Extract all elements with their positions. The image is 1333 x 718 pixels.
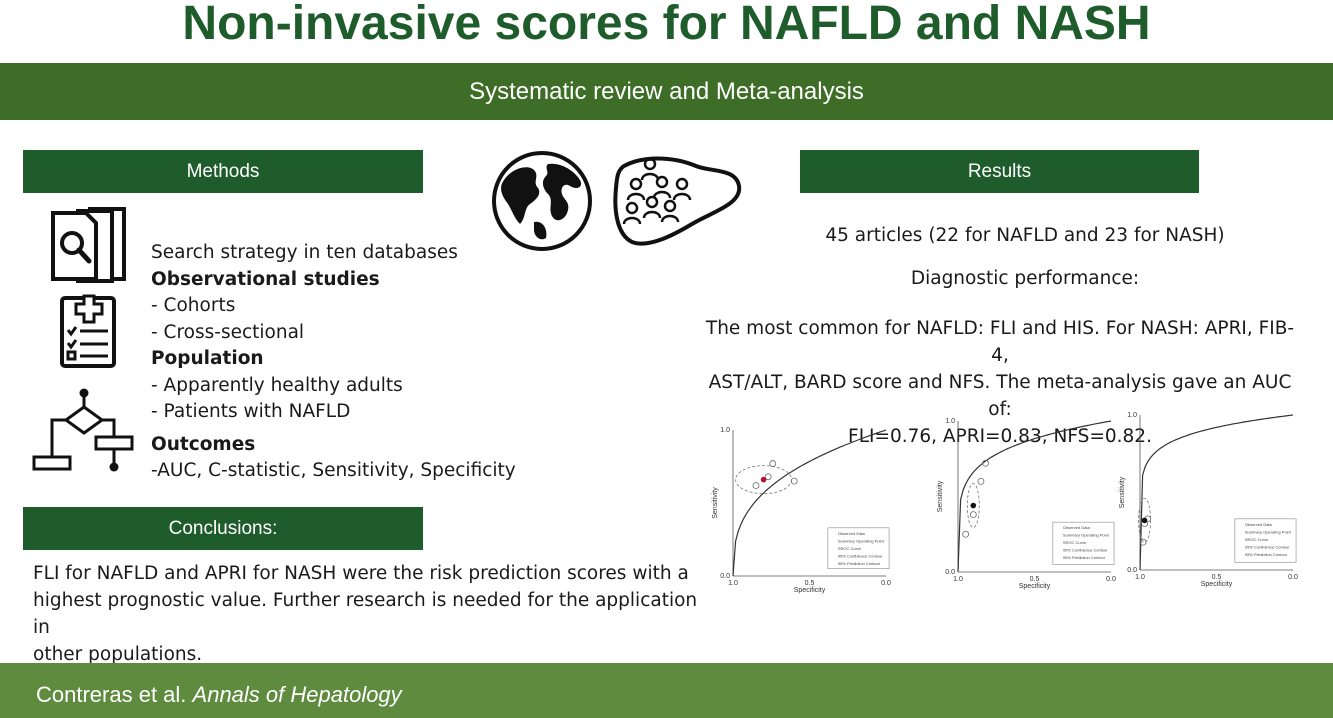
design-item: - Cohorts: [151, 295, 236, 316]
observed-point: [769, 460, 777, 467]
x-axis-label: Specificity: [1201, 581, 1233, 588]
x-tick-label: 0.5: [805, 580, 815, 587]
x-axis-label: Specificity: [1019, 583, 1051, 590]
results-summary-line: AST/ALT, BARD score and NFS. The meta-an…: [708, 372, 1292, 420]
subtitle-band: Systematic review and Meta-analysis: [0, 63, 1333, 120]
x-tick-label: 0.0: [1288, 574, 1298, 581]
confidence-contour: [1138, 498, 1151, 543]
legend-box: [827, 527, 890, 570]
legend-entry: 95% Prediction Contour: [838, 561, 881, 566]
methods-text: Search strategy in ten databases Observa…: [151, 240, 516, 485]
x-tick-label: 0.0: [1106, 576, 1116, 583]
legend-entry: 95% Confidence Contour: [838, 553, 883, 558]
legend-box: [1052, 521, 1115, 565]
design-item: - Cross-sectional: [151, 321, 305, 343]
legend-entry: Summary Operating Point: [1245, 529, 1292, 534]
population-item: - Apparently healthy adults: [151, 374, 403, 396]
conclusions-header: Conclusions:: [23, 507, 423, 550]
legend-entry: SROC Curve: [1245, 537, 1269, 542]
conclusions-line: highest prognostic value. Further resear…: [33, 590, 698, 638]
summary-point: [760, 476, 767, 483]
legend-entry: Observed Data: [1063, 525, 1091, 530]
legend-entry: SROC Curve: [838, 546, 862, 551]
legend-entry: 95% Prediction Contour: [1245, 552, 1288, 557]
footer-journal: Annals of Hepatology: [192, 682, 402, 707]
legend-entry: Observed Data: [838, 531, 866, 536]
y-tick-label: 1.0: [1127, 412, 1137, 419]
confidence-contour: [735, 465, 792, 495]
x-tick-label: 1.0: [728, 580, 738, 587]
footer-band: Contreras et al. Annals of Hepatology: [0, 663, 1333, 718]
y-tick-label: 0.0: [945, 569, 955, 576]
results-header: Results: [800, 150, 1199, 193]
sroc-curve: [957, 420, 1112, 573]
summary-point: [1141, 517, 1148, 524]
conclusions-text: FLI for NAFLD and APRI for NASH were the…: [33, 560, 713, 668]
observed-point: [977, 478, 985, 485]
results-summary-line: The most common for NAFLD: FLI and HIS. …: [705, 318, 1295, 366]
observed-point: [752, 482, 760, 489]
legend-entry: Observed Data: [1245, 522, 1273, 527]
x-tick-label: 1.0: [1135, 574, 1145, 581]
results-articles: 45 articles (22 for NAFLD and 23 for NAS…: [825, 225, 1225, 246]
x-tick-label: 0.5: [1212, 574, 1222, 581]
summary-point: [970, 502, 977, 509]
sroc-curve: [1139, 414, 1294, 571]
legend-entry: 95% Confidence Contour: [1245, 544, 1290, 549]
results-summary-line: FLI=0.76, APRI=0.83, NFS=0.82.: [848, 426, 1152, 447]
results-summary: The most common for NAFLD: FLI and HIS. …: [700, 315, 1300, 450]
subtitle-text: Systematic review and Meta-analysis: [469, 78, 864, 105]
y-axis-label: Sensitivity: [937, 480, 944, 512]
results-performance: Diagnostic performance:: [910, 268, 1140, 289]
observed-point: [982, 459, 989, 467]
search-strategy: Search strategy in ten databases: [151, 242, 458, 263]
conclusions-line: FLI for NAFLD and APRI for NASH were the…: [33, 563, 689, 584]
y-axis-label: Sensitivity: [712, 487, 719, 519]
observed-point: [790, 477, 798, 485]
y-tick-label: 1.0: [720, 427, 730, 434]
globe-icon: [492, 151, 592, 251]
sroc-curve: [732, 429, 887, 577]
y-axis-label: Sensitivity: [1119, 476, 1126, 508]
document-search-icon: [51, 207, 126, 283]
liver-population-icon: [613, 156, 742, 246]
x-tick-label: 0.5: [1030, 576, 1040, 583]
observed-point: [969, 511, 977, 519]
observed-point: [764, 473, 772, 481]
x-axis-label: Specificity: [794, 587, 826, 594]
outcomes-text: -AUC, C-statistic, Sensitivity, Specific…: [151, 460, 516, 481]
legend-entry: Summary Operating Point: [1063, 533, 1110, 538]
medical-report-icon: [60, 294, 116, 368]
population-heading: Population: [151, 348, 264, 369]
flowchart-icon: [32, 388, 134, 472]
confidence-contour: [966, 483, 980, 528]
legend-entry: 95% Confidence Contour: [1063, 548, 1108, 553]
legend-entry: Summary Operating Point: [838, 538, 885, 543]
legend-entry: 95% Prediction Contour: [1063, 555, 1106, 560]
y-tick-label: 0.0: [1127, 567, 1137, 574]
x-tick-label: 1.0: [953, 576, 963, 583]
design-heading: Observational studies: [151, 268, 380, 290]
conclusions-line: other populations.: [33, 644, 203, 665]
footer-authors: Contreras et al.: [36, 682, 187, 707]
legend-box: [1234, 518, 1297, 563]
x-tick-label: 0.0: [881, 580, 891, 587]
population-item: - Patients with NAFLD: [151, 401, 351, 422]
page-title: Non-invasive scores for NAFLD and NASH: [182, 0, 1151, 50]
legend-entry: SROC Curve: [1063, 540, 1087, 545]
y-tick-label: 0.0: [720, 573, 730, 580]
observed-point: [962, 530, 970, 538]
outcomes-heading: Outcomes: [151, 433, 256, 455]
y-tick-label: 1.0: [945, 418, 955, 425]
methods-header: Methods: [23, 150, 423, 193]
